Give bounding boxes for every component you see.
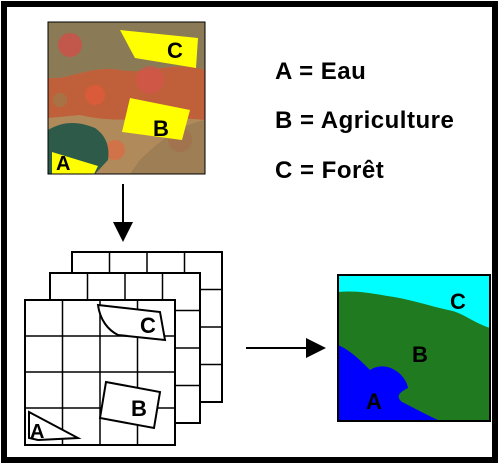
grid-label-a: A — [30, 421, 44, 443]
photo-label-b: B — [153, 116, 169, 141]
training-area-c — [120, 30, 198, 68]
classified-map — [337, 274, 491, 422]
grid-training-area-b — [98, 380, 162, 430]
grid-training-area-a — [28, 410, 82, 442]
photo-label-a: A — [56, 153, 70, 175]
classified-map-border — [337, 274, 491, 422]
satellite-image — [48, 22, 205, 174]
training-area-a — [52, 152, 98, 174]
map-label-a: A — [366, 389, 382, 414]
class-forest-region — [338, 275, 490, 328]
training-area-b — [122, 98, 190, 140]
photo-label-c: C — [167, 38, 183, 63]
class-water-region — [338, 345, 440, 421]
map-label-c: C — [450, 289, 466, 314]
map-label-b: B — [412, 342, 428, 367]
legend-item-water: A = Eau — [275, 58, 367, 85]
grid-label-c: C — [140, 313, 156, 338]
grid-label-b: B — [131, 396, 147, 421]
satellite-image-border — [47, 21, 206, 175]
legend-item-forest: C = Forêt — [275, 157, 385, 184]
band-layer-front — [24, 299, 176, 446]
grid-training-area-c — [96, 303, 167, 342]
legend-item-agriculture: B = Agriculture — [275, 107, 455, 134]
